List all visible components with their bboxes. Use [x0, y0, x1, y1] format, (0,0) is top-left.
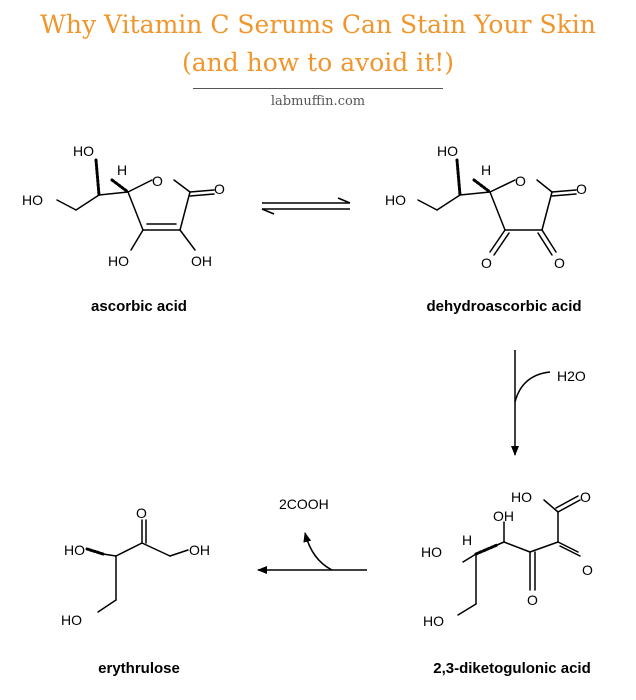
dehydroascorbic-acid-structure: [417, 158, 577, 256]
erythrulose-label: erythrulose: [98, 660, 180, 677]
atom-label: O: [576, 181, 587, 197]
atom-label: HO: [108, 253, 129, 269]
title-line-2: (and how to avoid it!): [181, 48, 455, 77]
atom-label: O: [527, 592, 538, 608]
atom-label: OH: [493, 508, 514, 524]
atom-label: OH: [189, 542, 210, 558]
atom-label: O: [554, 255, 565, 271]
atom-label: O: [515, 173, 526, 189]
atom-label: O: [481, 255, 492, 271]
atom-label: HO: [22, 192, 43, 208]
erythrulose-atom-labels: O HO OH HO: [61, 505, 210, 628]
byproduct-label: 2COOH: [279, 496, 329, 512]
site-credit: labmuffin.com: [270, 94, 366, 109]
atom-label: HO: [423, 613, 444, 629]
diketogulonic-acid-label: 2,3-diketogulonic acid: [433, 660, 591, 677]
atom-label: O: [136, 505, 147, 521]
atom-label: HO: [385, 192, 406, 208]
title-divider: [193, 88, 443, 89]
title-line-1: Why Vitamin C Serums Can Stain Your Skin: [40, 10, 596, 39]
erythrulose-structure: [85, 519, 189, 613]
atom-label: O: [582, 562, 593, 578]
decarboxylation-arrow: [257, 532, 367, 574]
atom-label: HO: [421, 544, 442, 560]
atom-label: O: [580, 489, 591, 505]
ascorbic-acid-atom-labels: HO H O O HO HO OH: [22, 143, 225, 269]
dehydroascorbic-acid-atom-labels: HO H O O HO O O: [385, 143, 587, 271]
atom-label: H: [481, 162, 491, 178]
atom-label: H: [462, 532, 472, 548]
diketogulonic-acid-atom-labels: HO O OH H HO O O HO: [421, 489, 593, 629]
ascorbic-acid-structure: [56, 158, 215, 251]
atom-label: H: [117, 162, 127, 178]
atom-label: O: [152, 173, 163, 189]
equilibrium-arrows: [261, 197, 351, 215]
diketogulonic-acid-structure: [457, 495, 581, 616]
atom-label: HO: [61, 612, 82, 628]
atom-label: O: [214, 181, 225, 197]
atom-label: OH: [191, 253, 212, 269]
atom-label: HO: [437, 143, 458, 159]
atom-label: HO: [511, 489, 532, 505]
atom-label: HO: [64, 542, 85, 558]
ascorbic-acid-label: ascorbic acid: [91, 298, 187, 315]
hydrolysis-arrow: [511, 350, 551, 456]
atom-label: HO: [73, 143, 94, 159]
dehydroascorbic-acid-label: dehydroascorbic acid: [426, 298, 581, 315]
water-reagent-label: H2O: [557, 368, 586, 384]
